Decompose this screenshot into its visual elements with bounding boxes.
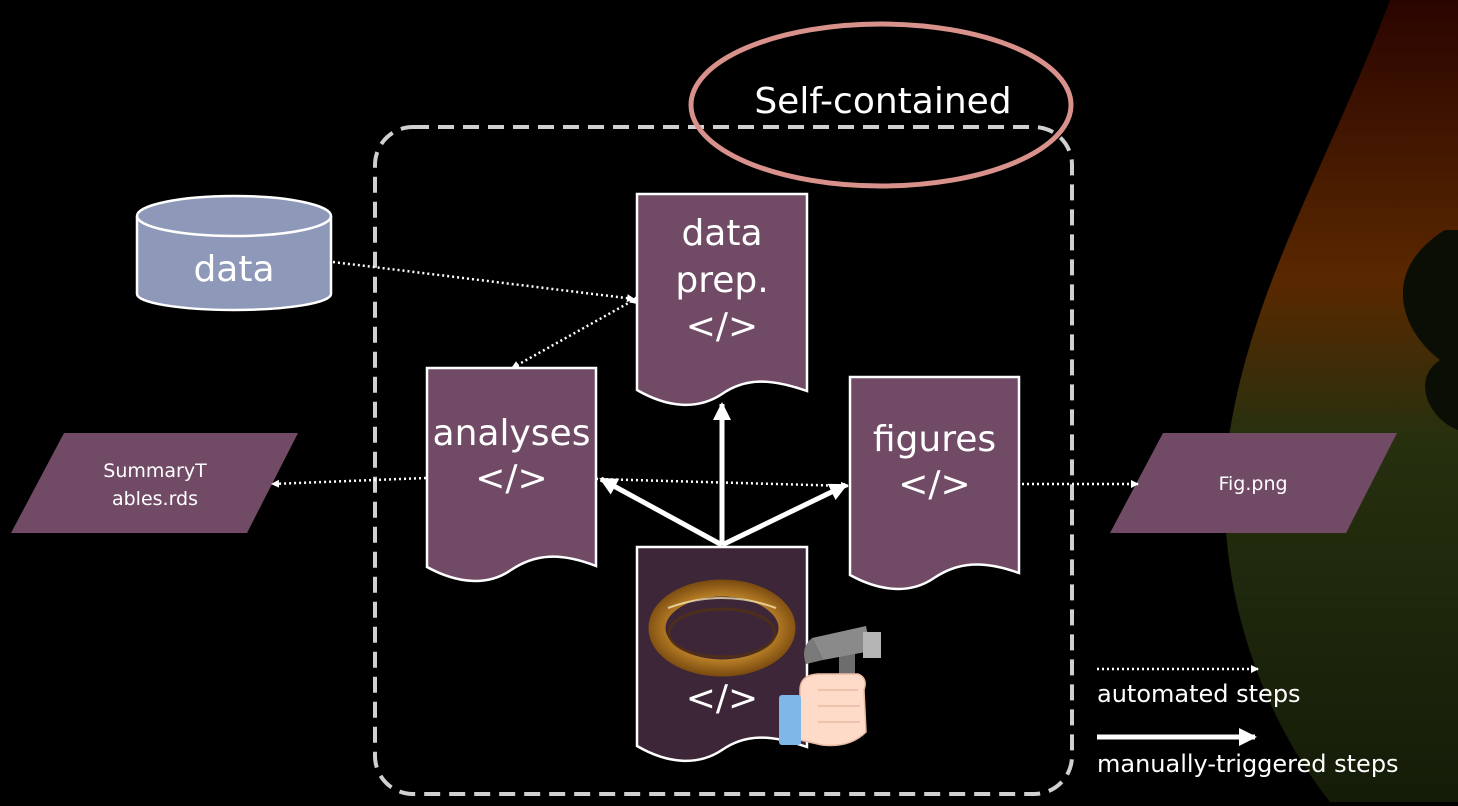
legend-manual-label: manually-triggered steps: [1097, 750, 1399, 778]
background-decoration: [1224, 0, 1458, 802]
data-prep-label-2: prep.: [675, 260, 769, 301]
self-contained-boundary: [373, 125, 1074, 796]
manual-arrows: [599, 402, 848, 548]
summary-output-shape: [11, 433, 298, 533]
ring-icon: [648, 579, 796, 677]
fig-output-shape: [1110, 433, 1397, 533]
main-script-code: </>: [685, 678, 759, 719]
data-prep-label-1: data: [681, 213, 763, 254]
arrow-main-to-figures: [720, 482, 848, 548]
summary-output-label-2: ables.rds: [111, 488, 199, 510]
legend-automated-label: automated steps: [1097, 680, 1301, 708]
figures-document: [848, 375, 1021, 591]
data-label: data: [193, 249, 275, 290]
highlight-ellipse: [688, 21, 1074, 189]
analyses-document: [425, 366, 598, 583]
summary-output-label-1: SummaryT: [103, 460, 207, 482]
arrow-analyses-to-summary: [271, 476, 427, 488]
fig-output-label: Fig.png: [1218, 473, 1288, 495]
arrow-dataprep-head: [629, 296, 638, 305]
hammer-hand-icon: [779, 626, 881, 747]
arrow-data-to-dataprep: [332, 260, 635, 303]
arrow-main-to-analyses: [599, 476, 724, 548]
data-prep-document: [635, 192, 809, 406]
figures-code: </>: [898, 464, 971, 505]
analyses-label: analyses: [432, 413, 591, 454]
analyses-code: </>: [475, 458, 548, 499]
self-contained-label: Self-contained: [754, 81, 1012, 122]
arrow-dataprep-to-analyses: [511, 299, 633, 370]
figures-label: figures: [872, 419, 997, 460]
data-prep-code: </>: [685, 306, 759, 347]
data-cylinder: [135, 194, 333, 312]
